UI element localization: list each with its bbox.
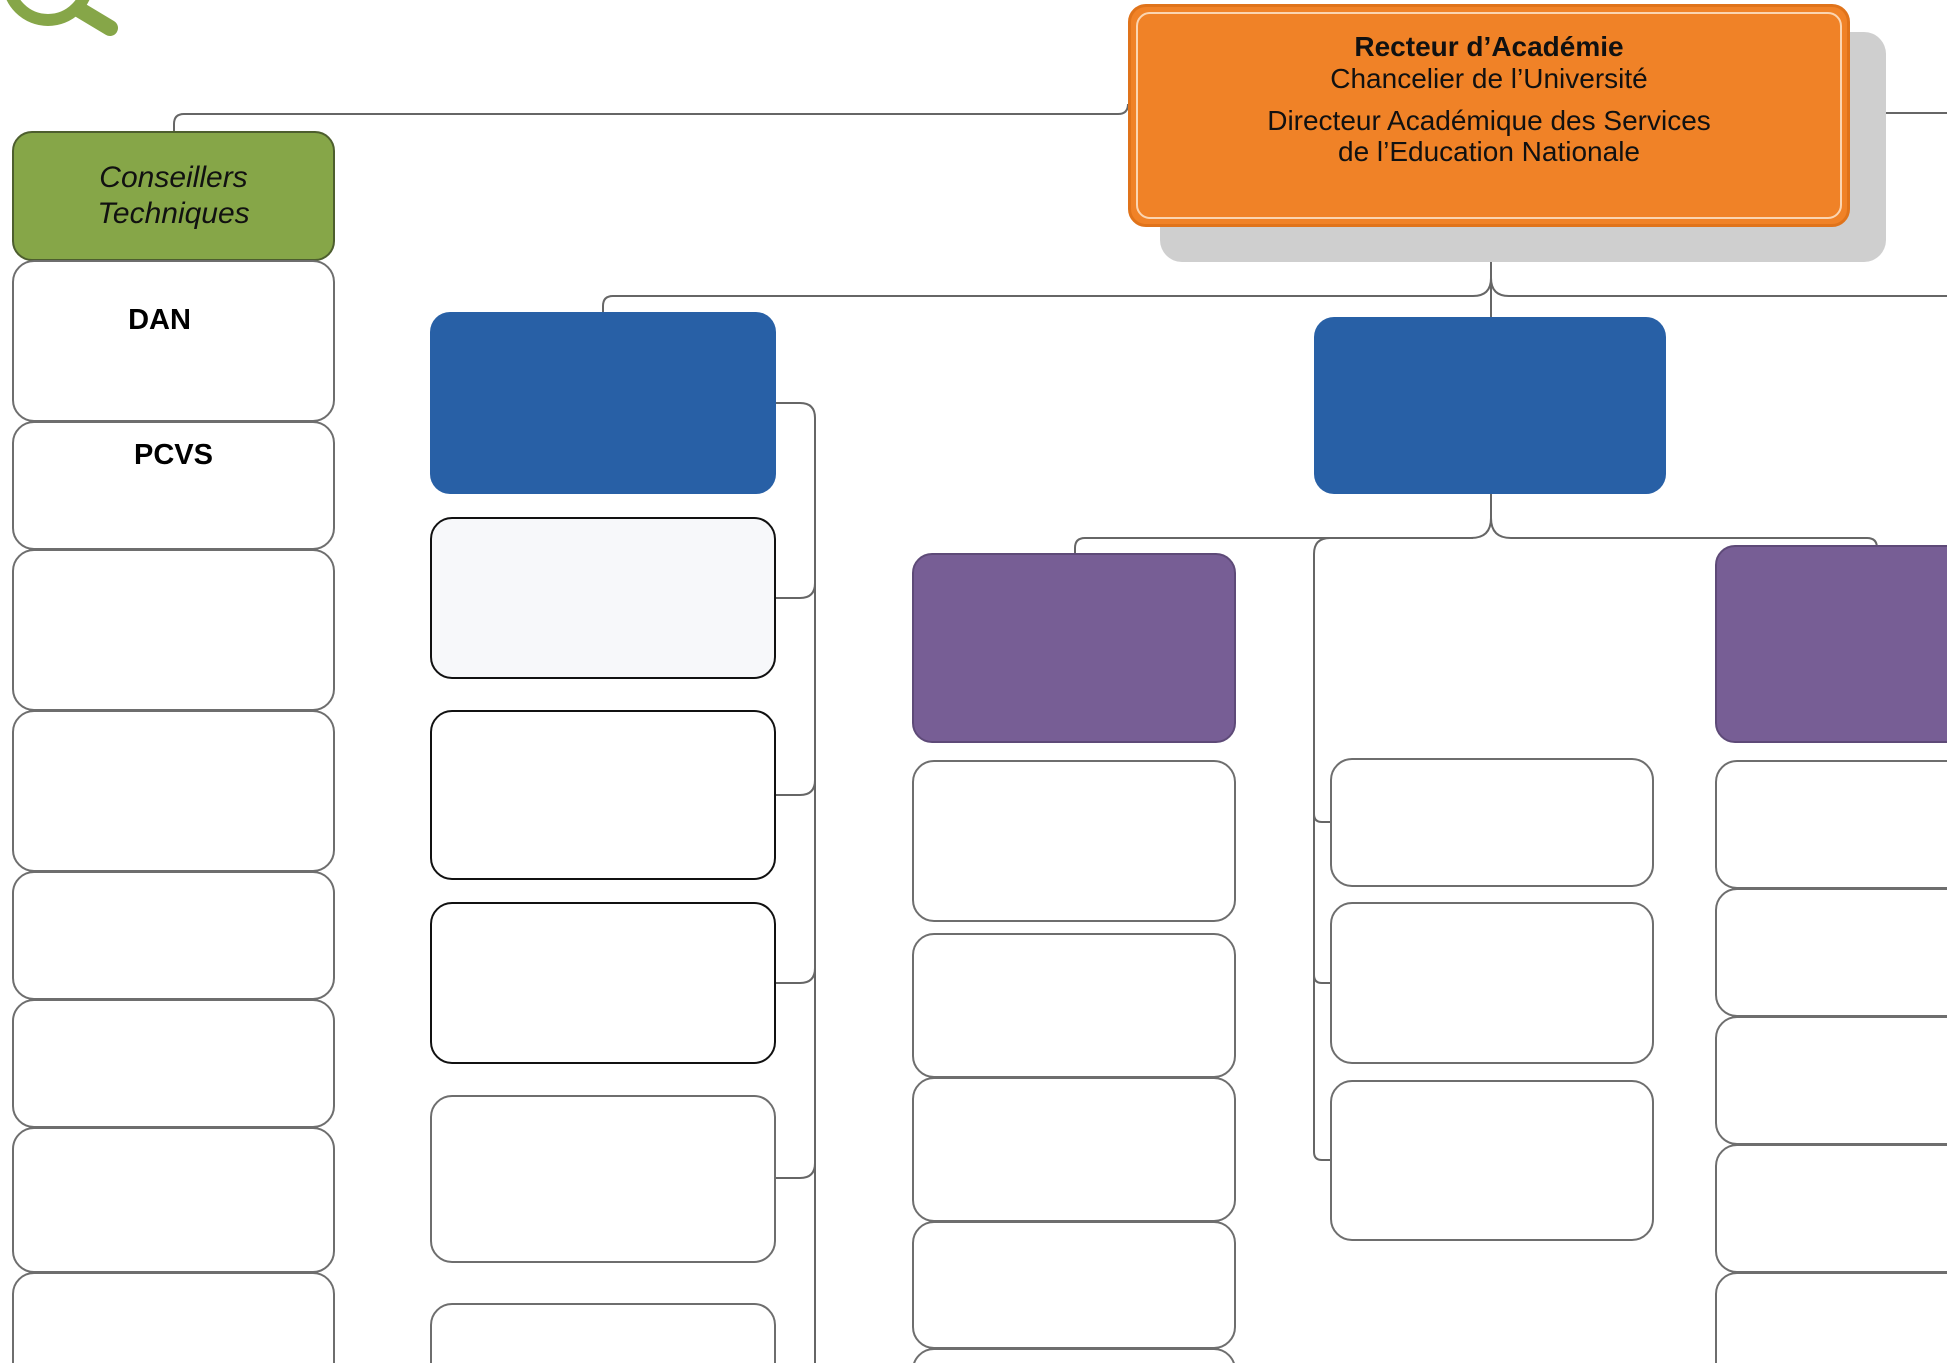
service-box[interactable] <box>430 1095 776 1263</box>
sub-service-box[interactable] <box>912 760 1236 922</box>
department-box-middle[interactable] <box>1314 317 1666 494</box>
department-box-left[interactable] <box>430 312 776 494</box>
right-service-box[interactable] <box>1715 1016 1947 1145</box>
service-box[interactable] <box>430 902 776 1064</box>
service-box[interactable] <box>430 1303 776 1363</box>
middle-service-box[interactable] <box>1330 758 1654 887</box>
sub-service-box[interactable] <box>912 1221 1236 1349</box>
magnifier-logo-icon <box>6 0 118 36</box>
middle-service-box[interactable] <box>1330 1080 1654 1241</box>
sub-service-box[interactable] <box>912 1348 1236 1363</box>
advisor-box[interactable] <box>12 999 335 1128</box>
rector-title: Recteur d’Académie <box>1354 31 1624 62</box>
rector-director-line-2: de l’Education Nationale <box>1338 136 1640 167</box>
middle-service-box[interactable] <box>1330 902 1654 1064</box>
service-box-highlighted[interactable] <box>430 517 776 679</box>
advisor-label-pcvs: PCVS <box>134 439 213 471</box>
rector-subtitle: Chancelier de l’Université <box>1330 63 1648 94</box>
advisor-label-dan: DAN <box>128 304 191 336</box>
advisor-box[interactable] <box>12 549 335 711</box>
right-service-box[interactable] <box>1715 1144 1947 1273</box>
advisor-box[interactable] <box>12 871 335 1000</box>
rector-director-line-1: Directeur Académique des Services <box>1267 105 1711 136</box>
right-service-box[interactable] <box>1715 1272 1947 1363</box>
advisor-box[interactable] <box>12 1127 335 1273</box>
advisor-box[interactable] <box>12 1272 335 1363</box>
service-box[interactable] <box>430 710 776 880</box>
advisor-box-dan[interactable]: DAN <box>12 260 335 422</box>
right-service-box[interactable] <box>1715 760 1947 889</box>
sub-service-box[interactable] <box>912 933 1236 1078</box>
right-service-box[interactable] <box>1715 888 1947 1017</box>
rector-box-inner: Recteur d’Académie Chancelier de l’Unive… <box>1136 12 1842 219</box>
sub-department-box-left[interactable] <box>912 553 1236 743</box>
advisor-box-pcvs[interactable]: PCVS <box>12 421 335 550</box>
sub-service-box[interactable] <box>912 1077 1236 1222</box>
advisors-header-line-2: Techniques <box>97 197 250 230</box>
rector-box[interactable]: Recteur d’Académie Chancelier de l’Unive… <box>1128 4 1850 227</box>
advisors-header-box[interactable]: Conseillers Techniques <box>12 131 335 261</box>
sub-department-box-right[interactable] <box>1715 545 1947 743</box>
advisor-box[interactable] <box>12 710 335 872</box>
advisors-header-line-1: Conseillers <box>99 161 248 194</box>
